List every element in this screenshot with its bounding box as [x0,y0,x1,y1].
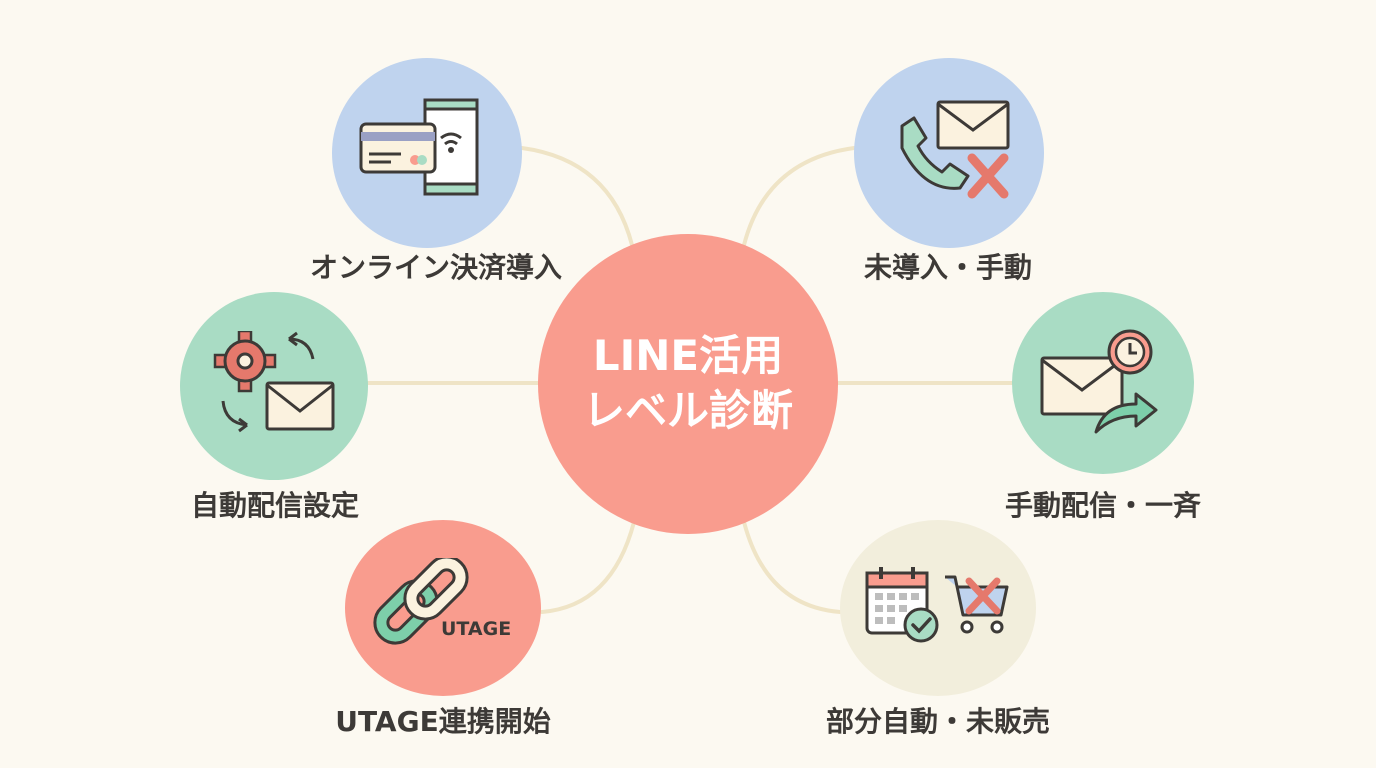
connector-top-right [742,146,856,247]
utage-badge-text: UTAGE [441,618,512,640]
card-phone-payment-icon [359,98,479,196]
node-partial-auto-label: 部分自動・未販売 [825,705,1051,738]
node-auto-delivery [180,292,368,480]
node-not-introduced [854,58,1044,248]
connector-bottom-left [540,520,636,614]
connector-top-left [520,146,634,247]
center-title-line1: LINE活用 [592,331,784,381]
node-manual-delivery-label: 手動配信・一斉 [1004,489,1202,522]
phone-mail-cancel-icon [900,100,1010,199]
node-partial-auto [840,520,1036,696]
node-auto-delivery-label: 自動配信設定 [190,489,360,522]
connector-bottom-right [742,520,842,614]
gear-mail-sync-icon [213,331,335,433]
node-online-payment [332,58,522,248]
mail-clock-arrow-icon [1040,329,1158,434]
node-not-introduced-label: 未導入・手動 [863,251,1033,284]
center-hub: LINE活用 レベル診断 [538,234,838,534]
node-utage-integration-label: UTAGE連携開始 [335,705,551,738]
calendar-cart-icon [865,567,1009,643]
node-utage-integration: UTAGE [345,520,541,696]
center-title-line2: レベル診断 [582,386,793,435]
node-online-payment-label: オンライン決済導入 [309,251,563,284]
chain-link-icon [373,558,469,645]
node-manual-delivery [1012,292,1194,474]
